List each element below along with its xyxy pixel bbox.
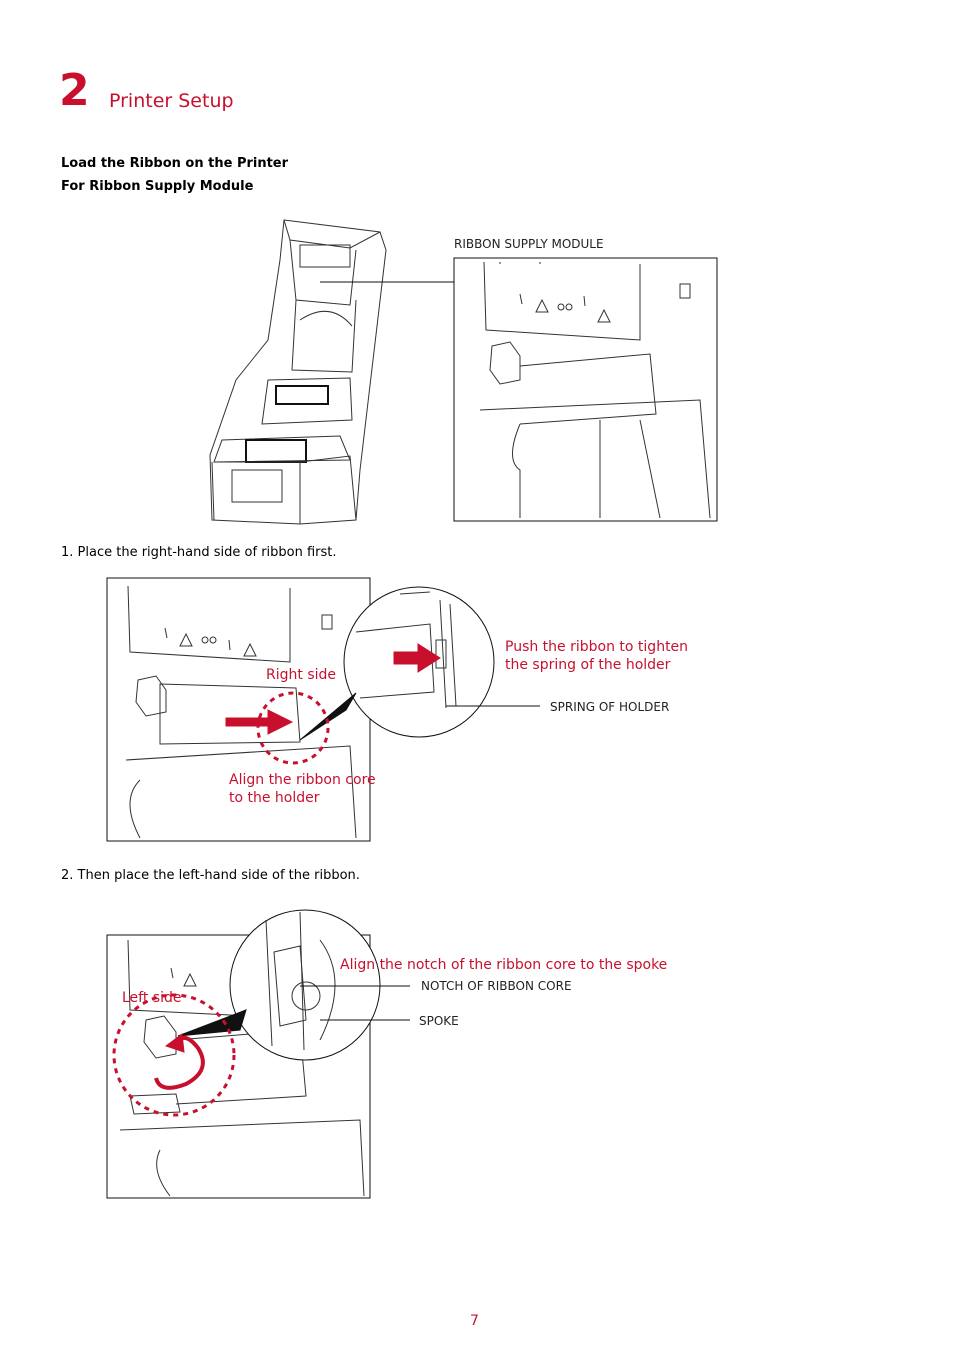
spring-holder-magnified (355, 591, 457, 709)
spoke-label: SPOKE (419, 1014, 459, 1028)
chapter-number: 2 (59, 65, 90, 116)
right-side-label: Right side (266, 667, 336, 683)
spring-of-holder-label: SPRING OF HOLDER (550, 700, 670, 714)
push-note-line-1: Push the ribbon to tighten (505, 639, 689, 655)
spoke-magnified (265, 911, 336, 1051)
notch-note: Align the notch of the ribbon core to th… (340, 957, 668, 973)
ribbon-supply-module-label: RIBBON SUPPLY MODULE (454, 237, 604, 251)
printer-illustration (209, 219, 387, 525)
left-side-label: Left side (122, 990, 182, 1006)
ribbon-right-side-detail (125, 585, 357, 839)
step-1-text: 1. Place the right-hand side of ribbon f… (61, 545, 337, 560)
push-note-line-2: the spring of the holder (505, 657, 671, 673)
page-number: 7 (470, 1313, 479, 1329)
ribbon-left-side-detail (119, 939, 365, 1197)
step-2-text: 2. Then place the left-hand side of the … (61, 868, 360, 883)
notch-of-ribbon-core-label: NOTCH OF RIBBON CORE (421, 979, 572, 993)
chapter-title: Printer Setup (109, 90, 234, 112)
align-note-line-1: Align the ribbon core (229, 772, 376, 788)
section-subheading: For Ribbon Supply Module (61, 179, 254, 194)
align-note-line-2: to the holder (229, 790, 320, 806)
ribbon-supply-module-detail (479, 261, 711, 519)
section-heading: Load the Ribbon on the Printer (61, 156, 289, 171)
